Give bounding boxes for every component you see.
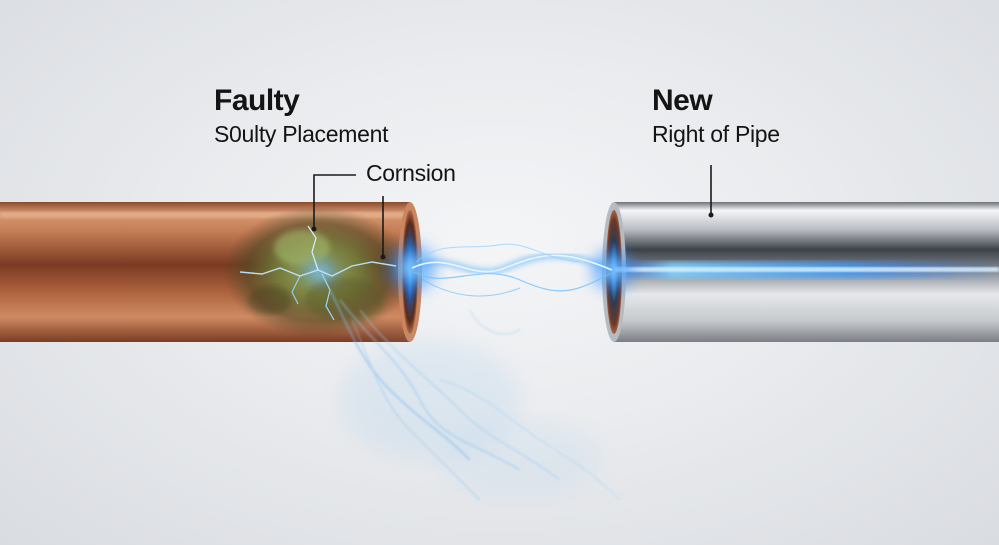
- corrosion-leader-line: [380, 196, 386, 260]
- electric-spark: [239, 225, 638, 501]
- corrosion-callout: Cornsion: [366, 160, 456, 186]
- faulty-title: Faulty: [214, 84, 300, 117]
- copper-pipe: [0, 202, 422, 342]
- steel-pipe: [602, 202, 999, 342]
- new-subtitle: Right of Pipe: [652, 121, 780, 147]
- new-title: New: [652, 84, 713, 117]
- new-leader-line: [708, 165, 714, 218]
- faulty-subtitle: S0ulty Placement: [214, 121, 389, 147]
- faulty-leader-line: [311, 174, 356, 232]
